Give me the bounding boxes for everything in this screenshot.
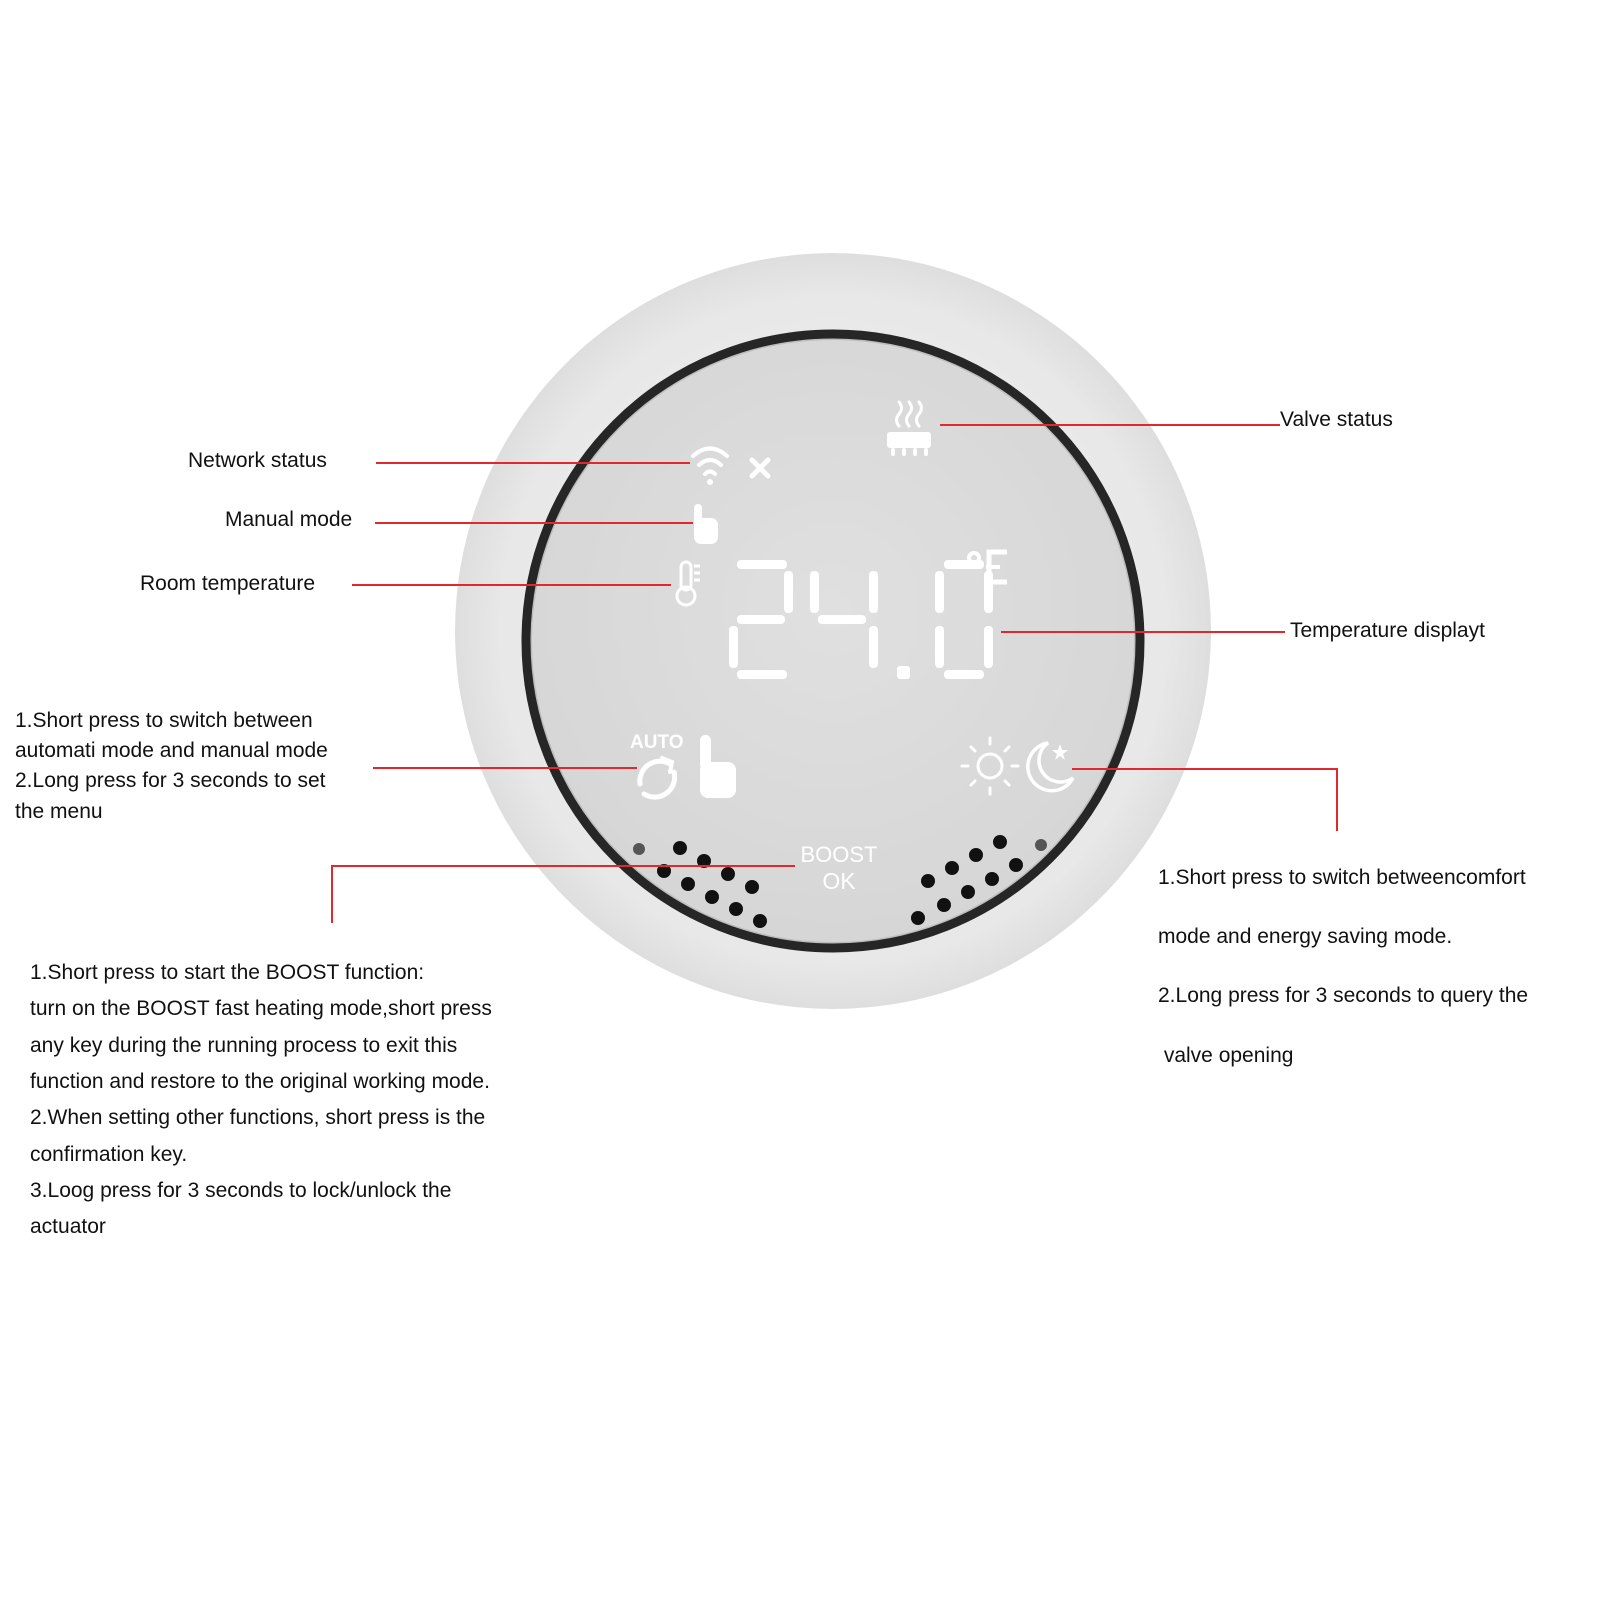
label-room-temperature: Room temperature xyxy=(140,572,316,595)
wifi-icon xyxy=(691,446,729,485)
boost-key-line: any key during the running process to ex… xyxy=(30,1033,458,1057)
label-auto-key: 1.Short press to switch between automati… xyxy=(15,706,328,827)
ok-text: OK xyxy=(822,868,856,894)
mode-key-line: mode and energy saving mode. xyxy=(1158,925,1453,949)
label-boost-key: 1.Short press to start the BOOST functio… xyxy=(30,955,492,1246)
moon-icon xyxy=(1026,741,1075,793)
mode-key-line: valve opening xyxy=(1158,1043,1294,1067)
radiator-heat-icon xyxy=(887,400,931,456)
right-touch-key-dots xyxy=(911,835,1047,925)
boost-key-line: 1.Short press to start the BOOST functio… xyxy=(30,961,425,984)
leader-lines xyxy=(331,424,1338,923)
left-touch-key-dots xyxy=(633,841,767,928)
label-temperature-display: Temperature displayt xyxy=(1290,619,1485,642)
boost-key-line: 2.When setting other functions, short pr… xyxy=(30,1106,486,1130)
boost-key-line: confirmation key. xyxy=(30,1142,188,1166)
boost-text: BOOST xyxy=(800,842,877,867)
boost-key-line: actuator xyxy=(30,1215,106,1239)
thermometer-icon xyxy=(675,560,700,607)
close-icon xyxy=(749,457,771,479)
sun-icon xyxy=(960,736,1020,796)
label-valve-status: Valve status xyxy=(1280,408,1393,431)
sync-arrows-icon xyxy=(637,756,678,800)
mode-key-line: 1.Short press to switch betweencomfort xyxy=(1158,866,1526,889)
auto-text: AUTO xyxy=(630,732,683,753)
auto-key-line: 1.Short press to switch between xyxy=(15,709,313,732)
label-manual-mode: Manual mode xyxy=(225,508,353,531)
boost-key-line: 3.Loog press for 3 seconds to lock/unloc… xyxy=(30,1178,452,1202)
temperature-digits xyxy=(729,560,993,679)
celsius-icon xyxy=(967,549,1007,585)
auto-key-line: 2.Long press for 3 seconds to set xyxy=(15,769,326,793)
label-mode-key: 1.Short press to switch betweencomfort m… xyxy=(1158,848,1528,1085)
label-network-status: Network status xyxy=(188,449,327,472)
lcd-screen xyxy=(532,340,1134,942)
leader-mode xyxy=(1072,768,1338,831)
pointing-hand-icon xyxy=(700,735,736,798)
auto-key-line: automati mode and manual mode xyxy=(15,739,328,763)
mode-key-line: 2.Long press for 3 seconds to query the xyxy=(1158,984,1529,1008)
boost-key-line: turn on the BOOST fast heating mode,shor… xyxy=(30,997,492,1021)
bezel-dark xyxy=(521,329,1145,953)
hand-pointer-icon xyxy=(694,504,718,544)
leader-boost xyxy=(331,865,795,923)
boost-key-line: function and restore to the original wor… xyxy=(30,1069,490,1093)
auto-key-line: the menu xyxy=(15,799,103,823)
